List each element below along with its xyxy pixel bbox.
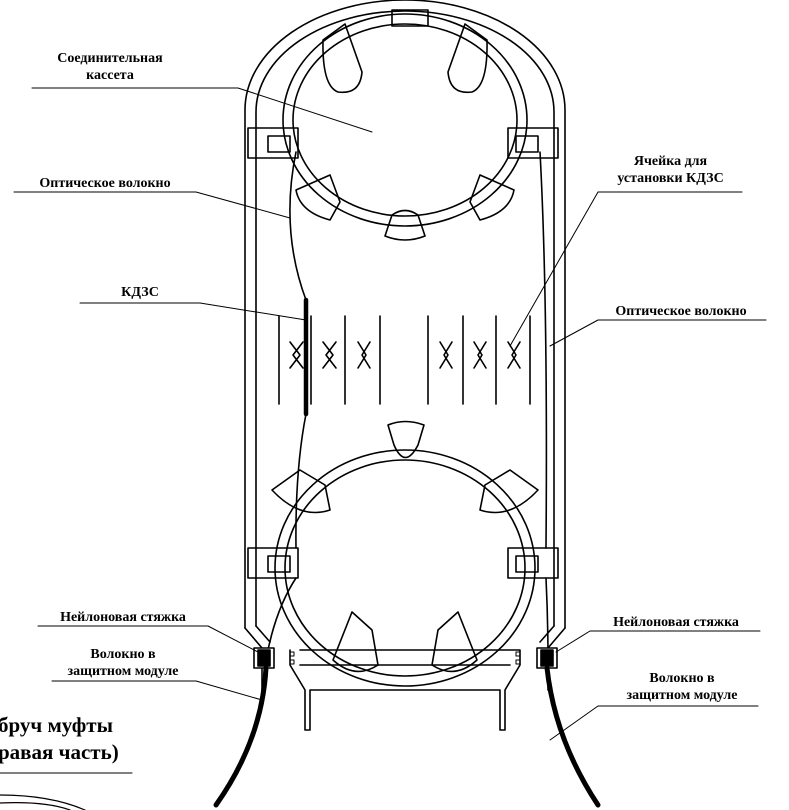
label-cassette-line1: Соединительная [57, 51, 163, 66]
label-module-left-line1: Волокно в [90, 647, 156, 662]
label-module-right: Волокно в защитном модуле [604, 670, 760, 704]
nylon-tie-left [253, 647, 295, 669]
protected-fiber-right [544, 665, 601, 808]
leader-lines [0, 87, 767, 774]
label-module-left: Волокно в защитном модуле [48, 646, 198, 680]
holder-bottom-left [247, 547, 299, 579]
label-fiber-left: Оптическое волокно [39, 176, 171, 191]
tray-outer-frame [244, 0, 566, 629]
label-cassette-line2: кассета [86, 68, 134, 83]
holder-top-left [247, 127, 299, 159]
label-cell: Ячейка для установки КДЗС [598, 153, 743, 187]
label-cell-line2: установки КДЗС [617, 171, 724, 186]
label-module-right-line2: защитном модуле [626, 688, 738, 703]
upper-cassette [282, 13, 528, 241]
label-hoop-line1: бруч муфты [0, 713, 114, 737]
tray-inner-frame [255, 10, 555, 627]
label-cassette: Соединительная кассета [32, 50, 188, 84]
label-module-left-line2: защитном модуле [67, 664, 179, 679]
holder-top-right [507, 127, 559, 159]
label-hoop-line2: равая часть) [0, 740, 119, 764]
holder-bottom-right [507, 547, 559, 579]
nylon-tie-right [515, 647, 558, 669]
kdzs-cells-right [427, 315, 531, 405]
label-tie-left: Нейлоновая стяжка [60, 610, 186, 625]
label-kdzs: КДЗС [121, 285, 159, 300]
coupling-edge [0, 794, 86, 810]
label-hoop: бруч муфты равая часть) [0, 712, 119, 766]
label-cell-line1: Ячейка для [633, 154, 708, 169]
label-tie-right: Нейлоновая стяжка [613, 615, 739, 630]
lower-cassette [271, 420, 539, 687]
optical-fiber-right [539, 151, 549, 661]
label-module-right-line1: Волокно в [649, 671, 715, 686]
kdzs-cells-left [278, 315, 381, 405]
protected-fiber-left [213, 665, 269, 808]
label-fiber-right: Оптическое волокно [615, 304, 747, 319]
bottom-bracket [289, 649, 521, 731]
